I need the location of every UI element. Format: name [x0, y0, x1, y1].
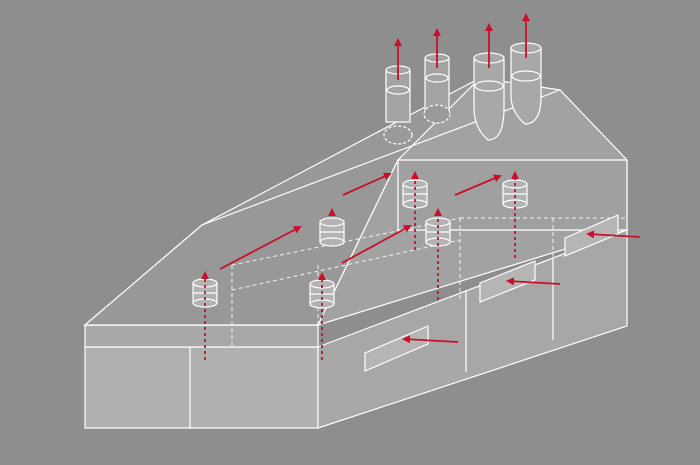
roof-vent-icon	[319, 217, 345, 247]
airflow-arrow-icon	[342, 172, 392, 196]
airflow-arrow-icon	[586, 230, 641, 239]
airflow-arrow-icon	[341, 225, 412, 264]
air-inlet-icon	[364, 325, 429, 372]
airflow-arrow-icon	[454, 174, 502, 196]
airflow-arrow-icon	[506, 277, 561, 286]
exhaust-stack-icon	[423, 53, 451, 124]
front-gable-base	[84, 324, 319, 348]
airflow-arrows	[201, 13, 641, 360]
exhaust-stacks	[383, 42, 542, 145]
airflow-arrow-icon	[219, 226, 302, 270]
exhaust-stack-icon	[383, 65, 413, 145]
front-wall	[84, 346, 319, 429]
exhaust-stack-icon	[473, 52, 505, 141]
roof-fans	[192, 179, 528, 309]
hidden-edges	[231, 217, 627, 348]
airflow-arrow-icon	[402, 335, 459, 344]
